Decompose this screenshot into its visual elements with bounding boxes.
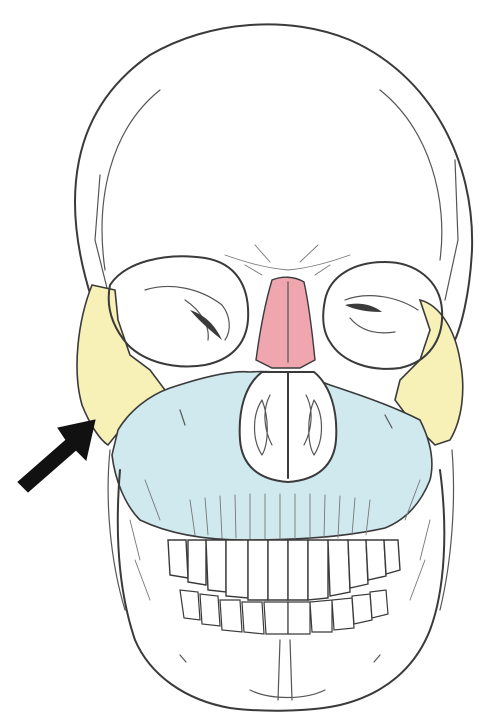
temporal-line-left (102, 90, 160, 270)
glabella-detail (245, 245, 330, 275)
orbit-left-fissure (190, 310, 222, 340)
temporal-fossa-right (445, 160, 458, 300)
orbit-left (109, 256, 248, 366)
upper-teeth (168, 540, 400, 600)
mental-foramen-left (180, 655, 186, 662)
mandible-ramus-right (440, 450, 454, 610)
orbit-right-inner (345, 296, 418, 333)
mental-foramen-right (374, 655, 380, 662)
temporal-line-right (380, 90, 442, 260)
nasal-bone (256, 277, 315, 368)
frontonasal-suture (225, 255, 350, 270)
arrow-icon (18, 420, 95, 492)
mental-symphysis (250, 640, 325, 700)
orbit-right-fissure (345, 304, 382, 312)
